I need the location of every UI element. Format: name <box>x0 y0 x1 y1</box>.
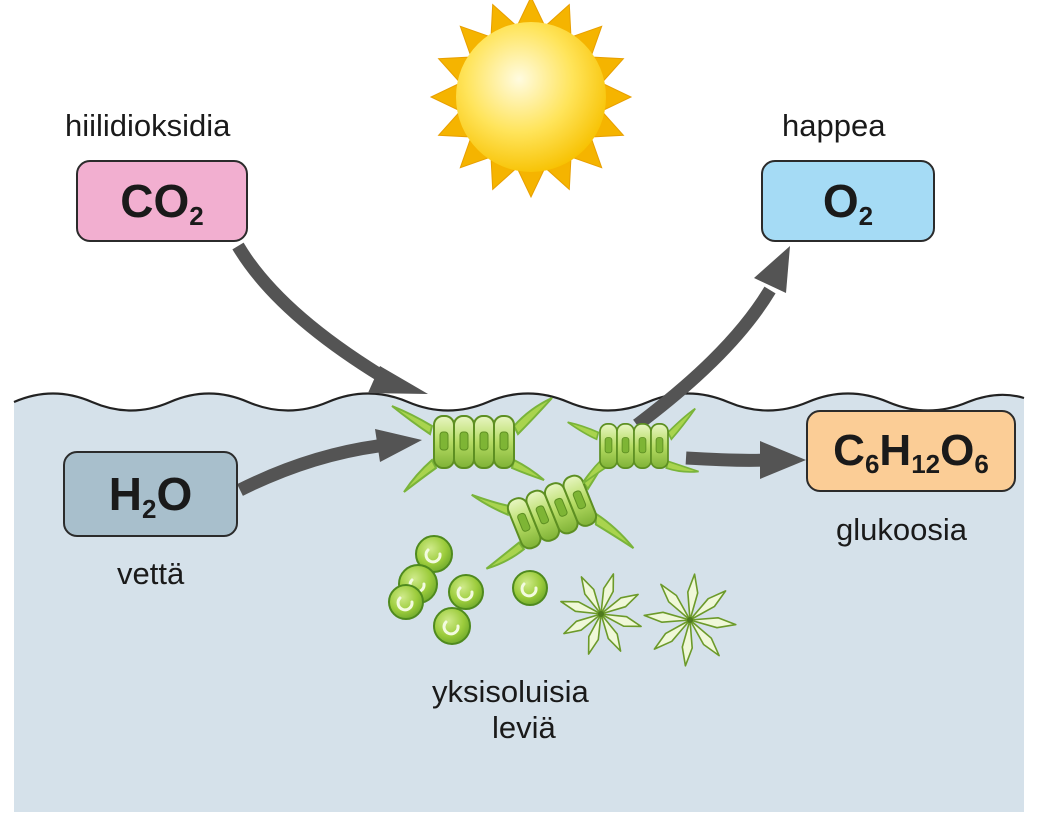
filament-segment <box>525 489 561 542</box>
h2o-in-arrow <box>237 439 379 496</box>
arrows <box>232 242 806 496</box>
algae-cell-icon <box>448 574 484 610</box>
co2-box: CO2 <box>76 160 248 242</box>
filament-segment <box>650 423 669 469</box>
o2-name-label: happea <box>782 108 886 143</box>
glucose-formula: C6H12O6 <box>833 426 989 479</box>
diatom-star-icon <box>560 573 642 655</box>
h2o-name-label: vettä <box>117 556 185 591</box>
filament-segment <box>599 423 618 469</box>
o2-arrowhead <box>754 246 790 293</box>
filament-segment <box>616 423 635 469</box>
co2-in-arrow <box>232 242 392 386</box>
filament-segment <box>493 415 515 469</box>
co2-formula: CO2 <box>120 175 204 231</box>
water-surface-line <box>13 392 1025 412</box>
algae-cell-icon <box>433 607 471 645</box>
algae-cells <box>388 535 548 645</box>
algae-label-line2: leviä <box>492 710 556 745</box>
algae-filament-icon <box>567 407 699 485</box>
o2-formula: O2 <box>822 175 874 231</box>
filament-segment <box>473 415 495 469</box>
o2-box: O2 <box>761 160 935 242</box>
algae-filament-icon <box>391 397 553 493</box>
sun-icon <box>429 0 633 199</box>
algae-label-line1: yksisoluisia <box>432 674 589 709</box>
glucose-box: C6H12O6 <box>806 410 1016 492</box>
filament-segment <box>453 415 475 469</box>
diatoms <box>560 573 737 667</box>
algae-cell-icon <box>512 570 548 606</box>
h2o-box: H2O <box>63 451 238 537</box>
algae-cell-icon <box>388 584 424 620</box>
filament-segment <box>562 474 598 527</box>
glucose-arrowhead <box>760 441 806 479</box>
glucose-out-arrow <box>685 451 766 467</box>
water-body <box>14 393 1024 812</box>
h2o-formula: H2O <box>108 468 193 524</box>
filament-segment <box>633 423 652 469</box>
h2o-arrowhead <box>375 429 422 462</box>
filament-segment <box>433 415 455 469</box>
algae-filament-icon <box>471 456 635 570</box>
o2-out-arrow <box>633 286 776 431</box>
algae-cell-icon <box>415 535 453 573</box>
glucose-name-label: glukoosia <box>836 512 967 547</box>
co2-arrowhead <box>368 366 428 394</box>
diatom-star-icon <box>643 573 737 667</box>
co2-name-label: hiilidioksidia <box>65 108 231 143</box>
